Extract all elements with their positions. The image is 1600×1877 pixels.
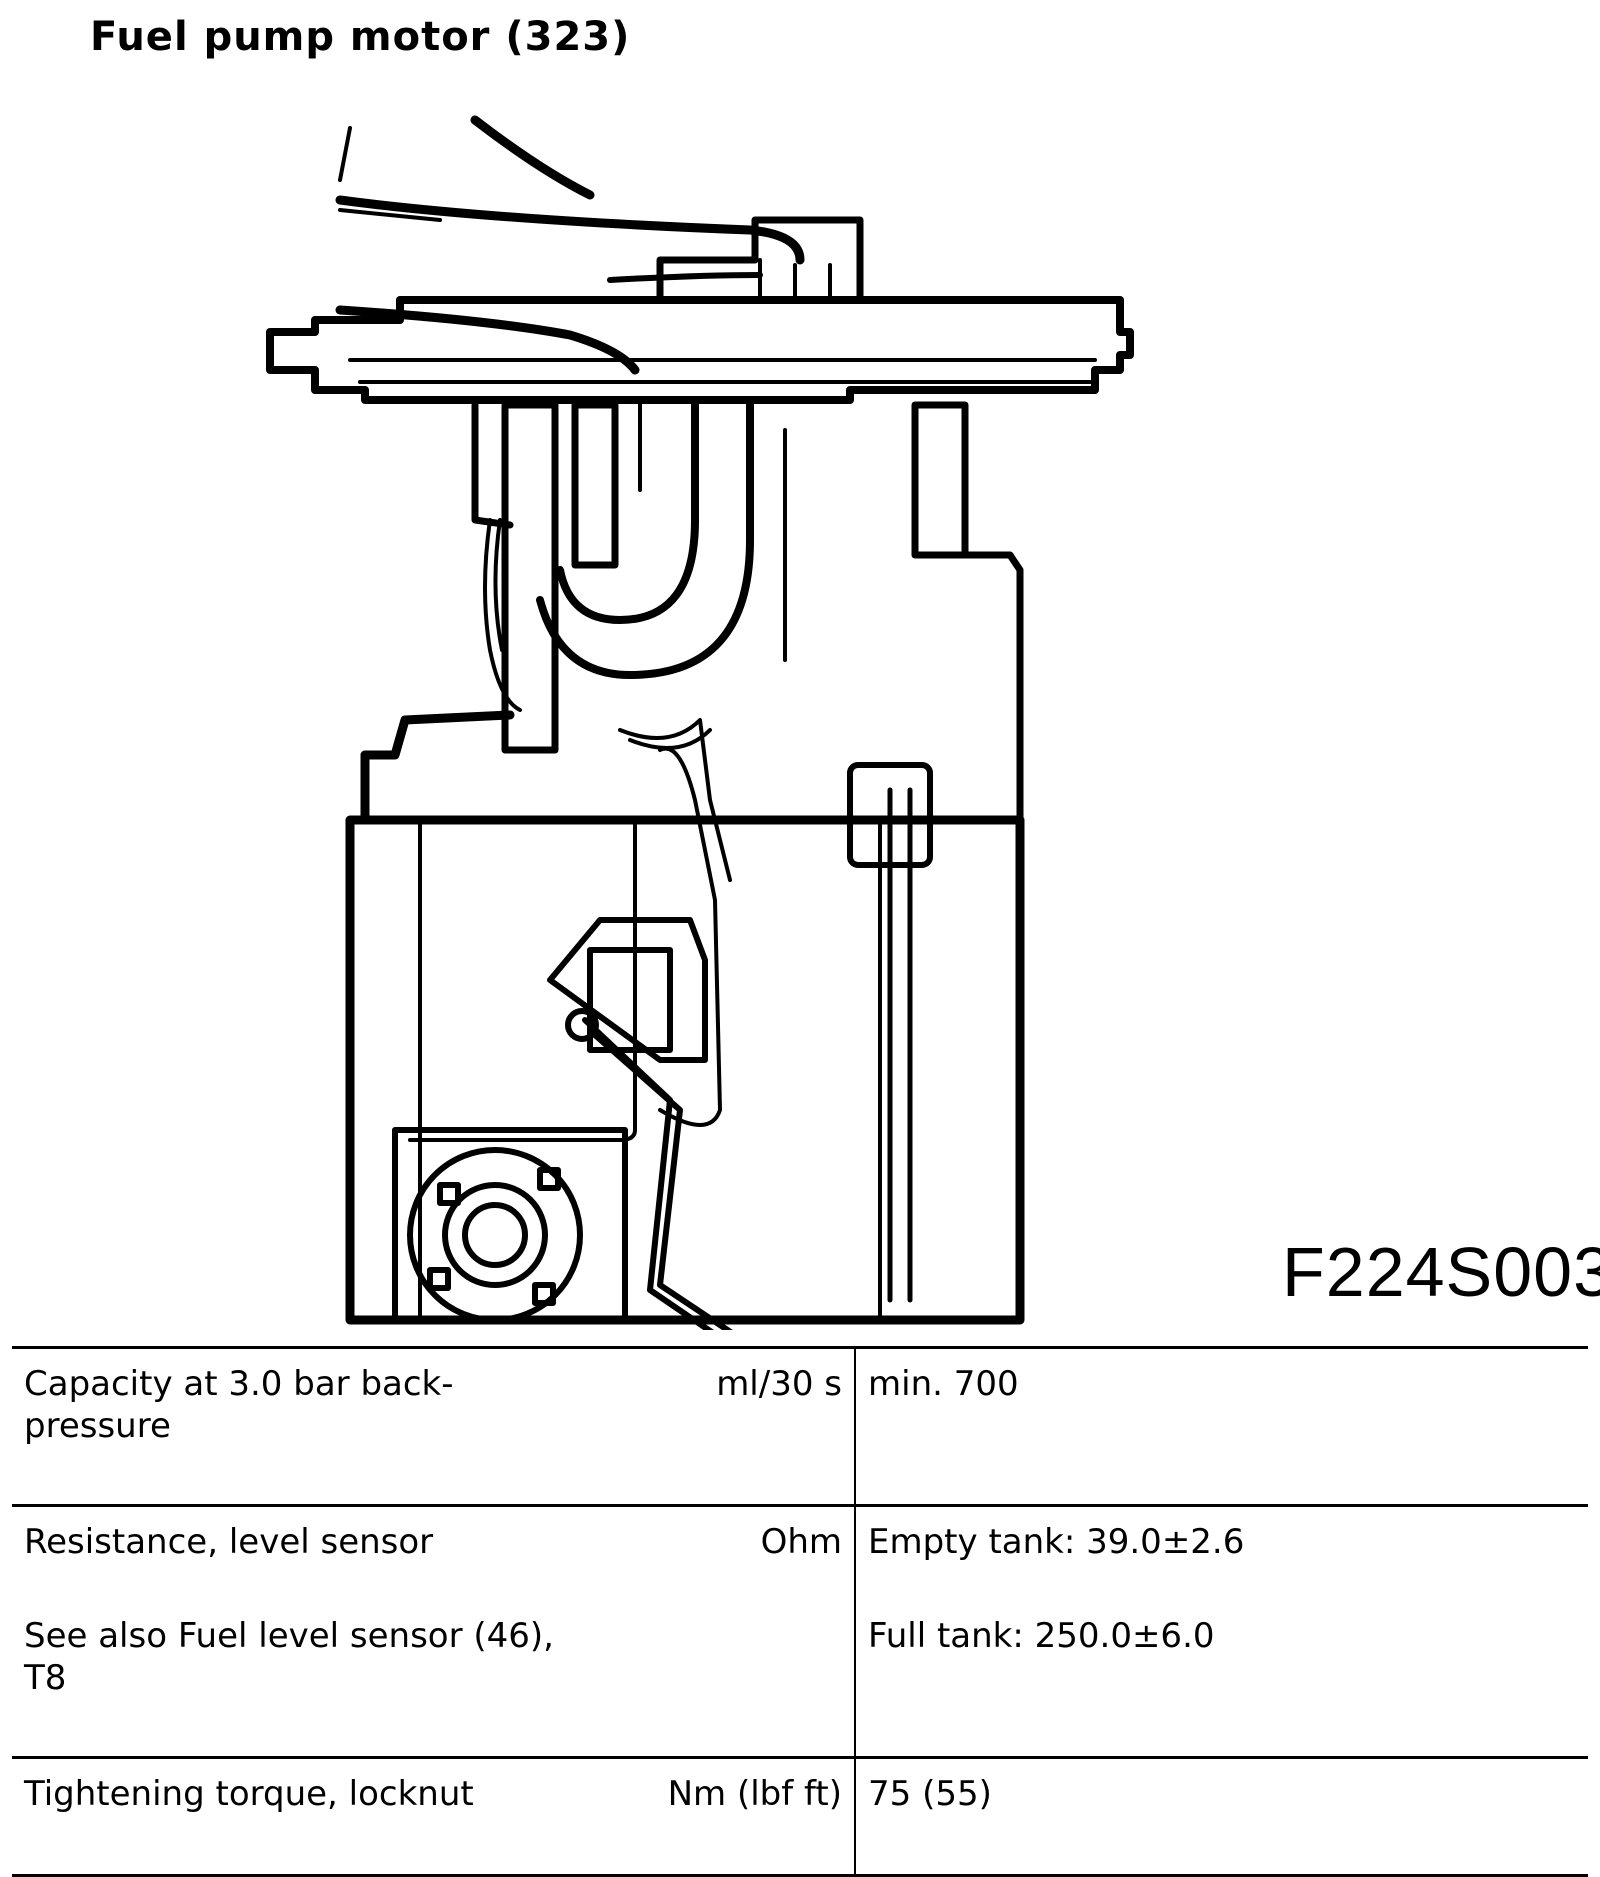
top-hoses bbox=[335, 115, 805, 375]
figure-code: F224S003 bbox=[1282, 1233, 1600, 1311]
flange-plate bbox=[266, 296, 1134, 404]
row-value: 75 (55) bbox=[868, 1774, 992, 1814]
table-row: Tightening torque, locknut Nm (lbf ft) 7… bbox=[12, 1757, 1588, 1876]
connector-block bbox=[656, 216, 864, 304]
row-sublabel: See also Fuel level sensor (46), T8 bbox=[24, 1616, 554, 1698]
row-unit: Ohm bbox=[592, 1505, 856, 1758]
row-unit: Nm (lbf ft) bbox=[592, 1757, 856, 1876]
row-value: Full tank: 250.0±6.0 bbox=[868, 1616, 1215, 1656]
page-title: Fuel pump motor (323) bbox=[90, 14, 631, 60]
pump-inlet bbox=[392, 1127, 628, 1323]
row-label: Capacity at 3.0 bar back-pressure bbox=[24, 1364, 454, 1446]
u-tube bbox=[536, 398, 787, 679]
reservoir bbox=[345, 710, 1025, 1325]
row-label: Tightening torque, locknut bbox=[24, 1774, 474, 1814]
row-unit: ml/30 s bbox=[592, 1347, 856, 1506]
spec-table: Capacity at 3.0 bar back-pressure ml/30 … bbox=[12, 1346, 1588, 1877]
row-value-cell: Empty tank: 39.0±2.6 Full tank: 250.0±6.… bbox=[855, 1506, 1588, 1758]
row-value: Empty tank: 39.0±2.6 bbox=[868, 1522, 1245, 1562]
row-label: Resistance, level sensor bbox=[24, 1522, 434, 1562]
row-spacer bbox=[868, 1563, 1576, 1615]
row-spacer bbox=[24, 1563, 580, 1615]
table-row: Resistance, level sensor See also Fuel l… bbox=[12, 1505, 1588, 1758]
side-wires bbox=[483, 518, 732, 882]
row-label-cell: Resistance, level sensor See also Fuel l… bbox=[12, 1506, 592, 1758]
row-value: min. 700 bbox=[868, 1364, 1019, 1404]
level-sensor-arm bbox=[547, 746, 733, 1330]
table-row: Capacity at 3.0 bar back-pressure ml/30 … bbox=[12, 1347, 1588, 1506]
fuel-pump-assembly-drawing bbox=[266, 115, 1134, 1330]
